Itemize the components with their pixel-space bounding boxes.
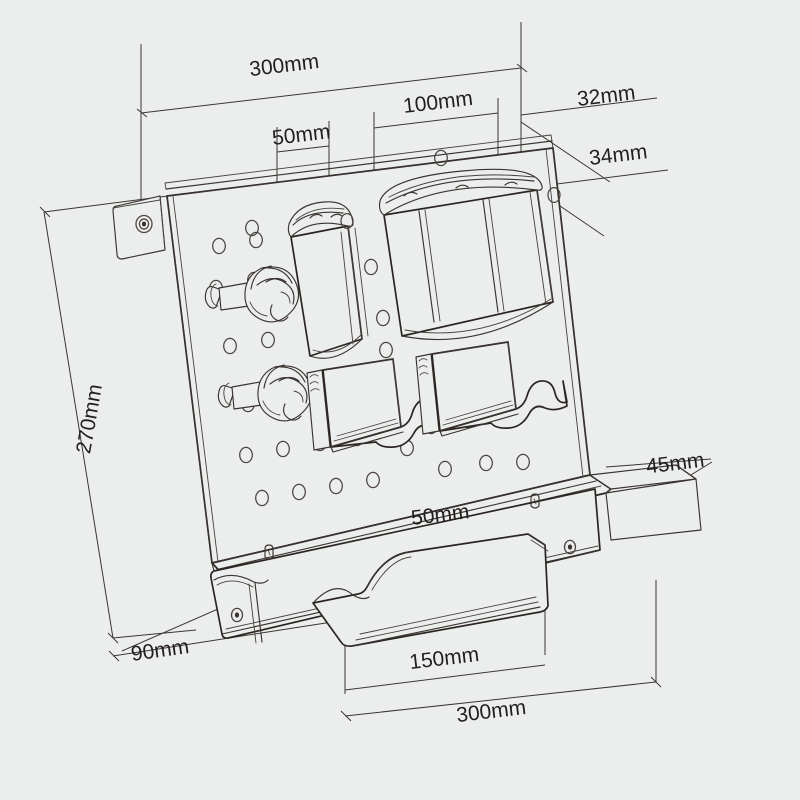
pegboard-hole <box>223 337 237 355</box>
label-left-270: 270mm <box>72 382 107 455</box>
pegboard-hole <box>379 341 393 359</box>
pegboard-hole <box>516 453 530 471</box>
label-right-32: 32mm <box>576 81 637 111</box>
label-bottom-300: 300mm <box>455 696 527 727</box>
pegboard-hole <box>364 258 378 276</box>
small-cup-holder <box>287 201 369 359</box>
label-bottom-150: 150mm <box>408 643 480 674</box>
mounting-screw-hole <box>135 214 153 234</box>
dim-right-32 <box>520 97 658 183</box>
pegboard-hole <box>292 483 306 501</box>
bottom-tray <box>312 533 549 648</box>
pegboard-hole <box>276 440 290 458</box>
pegboard-hole <box>366 471 380 489</box>
pegboard-hole <box>376 309 390 327</box>
pegboard-hole <box>434 149 448 167</box>
dim-bottom-300 <box>340 580 662 722</box>
large-bin-holder <box>378 168 561 341</box>
pegboard-hole <box>245 219 259 237</box>
hook-upper <box>204 265 300 323</box>
mounting-tab <box>112 195 166 260</box>
pegboard-hole <box>438 460 452 478</box>
dim-left-270 <box>39 195 197 644</box>
label-top-300: 300mm <box>248 50 320 81</box>
pegboard-hole <box>249 231 263 249</box>
hook-lower <box>217 364 313 422</box>
label-top-50: 50mm <box>271 120 332 150</box>
label-bottom-90: 90mm <box>129 635 190 666</box>
pegboard-hole <box>479 454 493 472</box>
pegboard-hole <box>255 489 269 507</box>
pegboard-hole <box>212 237 226 255</box>
label-right-34: 34mm <box>588 140 649 170</box>
pegboard-hole <box>261 331 275 349</box>
label-right-45: 45mm <box>645 449 706 479</box>
tool-holder-right <box>415 341 568 437</box>
rivet-icons <box>230 493 577 623</box>
pegboard-hole <box>239 446 253 464</box>
label-top-100: 100mm <box>402 87 474 118</box>
pegboard-hole <box>329 477 343 495</box>
